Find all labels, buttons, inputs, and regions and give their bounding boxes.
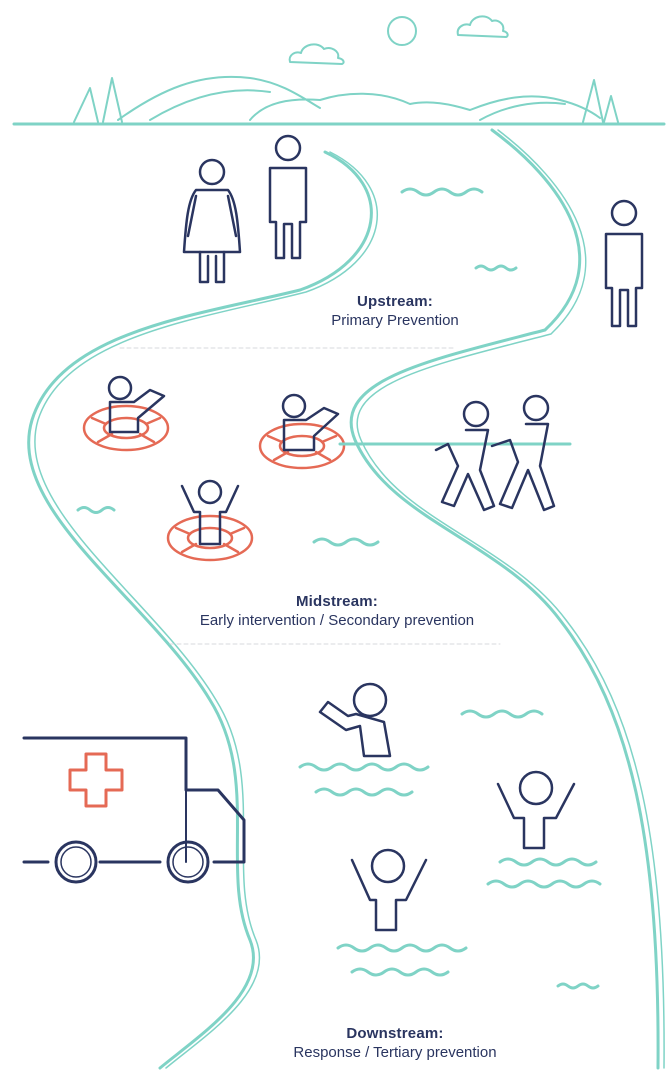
upstream-subtitle: Primary Prevention <box>331 312 459 329</box>
person-icon <box>268 134 308 260</box>
wheel <box>166 840 210 884</box>
river-bank-right <box>349 128 660 1070</box>
mountain-icon <box>249 92 601 121</box>
person-icon <box>604 199 644 328</box>
woman-icon <box>182 158 242 284</box>
cloud-icon <box>288 43 345 65</box>
wave-icon <box>350 967 450 977</box>
medical-cross-icon <box>68 752 124 808</box>
mountain-icon <box>117 75 321 121</box>
river-bank-left <box>27 150 373 1070</box>
swimmer-with-life-ring <box>166 479 254 562</box>
horizon-scene <box>12 15 666 126</box>
wave-icon <box>314 787 414 797</box>
wheel <box>60 846 92 878</box>
midstream-subtitle: Early intervention / Secondary preventio… <box>199 612 475 629</box>
person-icon <box>434 400 496 512</box>
downstream-label: Downstream: Response / Tertiary preventi… <box>60 1024 670 1062</box>
cloud-icon <box>456 15 509 38</box>
river <box>27 128 665 1070</box>
river-bank-left-inner <box>34 151 379 1069</box>
person-icon <box>490 394 556 512</box>
person-icon <box>496 770 576 850</box>
mountain-icon <box>149 89 271 121</box>
wheel <box>172 846 204 878</box>
downstream-figures <box>318 682 576 932</box>
sun-icon <box>387 16 417 46</box>
person-icon <box>318 682 392 758</box>
midstream-title: Midstream: <box>295 593 379 610</box>
river-bank-right-inner <box>356 129 665 1069</box>
tree-icon <box>102 77 123 123</box>
wheel <box>54 840 98 884</box>
midstream-figures <box>82 375 572 562</box>
wave-icon <box>400 187 484 197</box>
swimmer-with-life-ring <box>82 375 170 452</box>
wave-icon <box>474 264 518 272</box>
downstream-subtitle: Response / Tertiary prevention <box>293 1044 497 1061</box>
section-dividers <box>119 347 501 645</box>
ambulance-icon <box>22 736 246 884</box>
wave-icon <box>486 879 602 889</box>
wave-icon <box>336 943 468 953</box>
person-icon <box>350 848 428 932</box>
life-ring-icon <box>258 422 346 470</box>
wave-icon <box>498 857 598 867</box>
life-ring-icon <box>166 514 254 562</box>
tree-icon <box>603 95 619 123</box>
life-ring-icon <box>82 404 170 452</box>
wave-icon <box>76 506 116 514</box>
downstream-title: Downstream: <box>346 1025 444 1042</box>
upstream-label: Upstream: Primary Prevention <box>60 292 670 330</box>
wave-icon <box>460 709 544 719</box>
wave-icon <box>556 982 600 990</box>
rescuers-pulling-rope <box>434 394 556 512</box>
mountain-icon <box>479 101 566 121</box>
upstream-figures <box>182 134 644 328</box>
upstream-title: Upstream: <box>357 293 433 310</box>
wave-icon <box>298 762 430 772</box>
tree-icon <box>73 87 99 123</box>
midstream-label: Midstream: Early intervention / Secondar… <box>2 592 670 630</box>
wave-icon <box>312 537 380 547</box>
water-ripples <box>76 187 602 990</box>
tree-icon <box>582 79 604 123</box>
swimmer-with-life-ring <box>258 393 346 470</box>
